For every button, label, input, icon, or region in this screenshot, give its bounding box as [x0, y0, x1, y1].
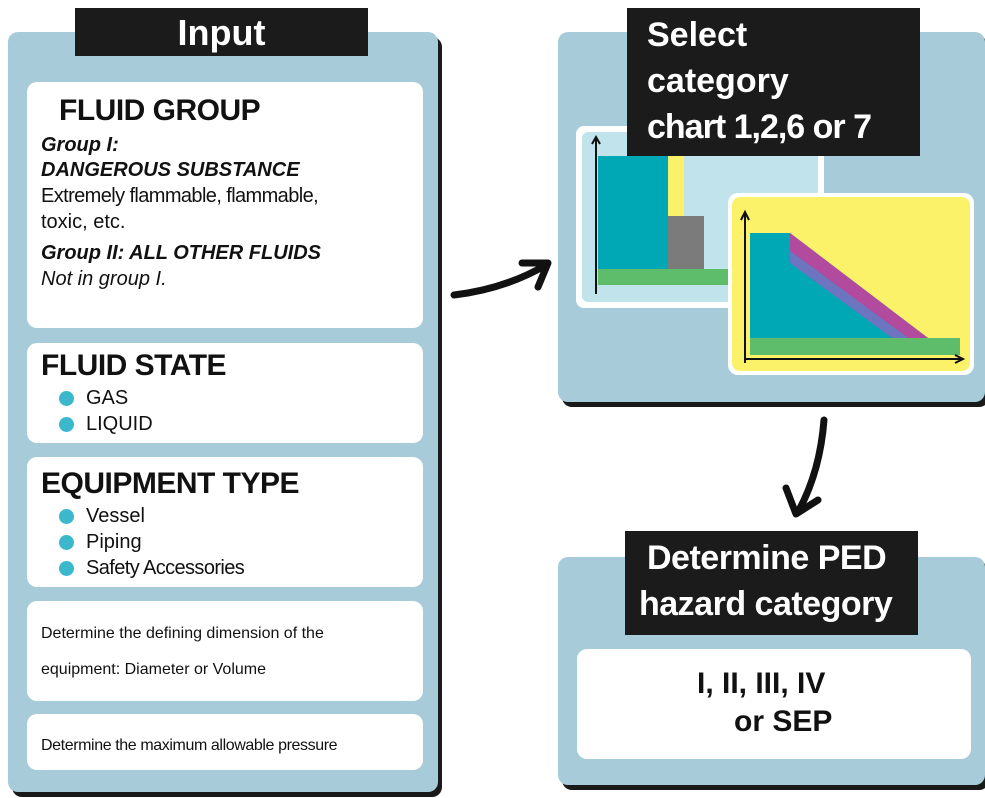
- equipment-type-item: Safety Accessories: [59, 555, 245, 581]
- chart-front-plot: [740, 209, 966, 364]
- chart-back-y-axis-icon: [591, 134, 601, 294]
- fluid-state-list: GAS LIQUID: [59, 385, 153, 437]
- fluid-group-heading: FLUID GROUP: [59, 94, 261, 127]
- group1-desc-line2: toxic, etc.: [41, 211, 126, 233]
- equipment-type-heading: EQUIPMENT TYPE: [41, 467, 300, 500]
- group1-name: DANGEROUS SUBSTANCE: [41, 159, 300, 181]
- chart-back-yellow-bar: [668, 156, 684, 216]
- pressure-text: Determine the maximum allowable pressure: [41, 737, 338, 754]
- bullet-dot-icon: [59, 534, 74, 550]
- fluid-state-card: FLUID STATE GAS LIQUID: [27, 343, 423, 443]
- select-title: Select category chart 1,2,6 or 7: [627, 8, 920, 156]
- result-line1: I, II, III, IV: [697, 667, 826, 700]
- dimension-text-line2: equipment: Diameter or Volume: [41, 661, 266, 678]
- category-chart-front: [728, 193, 974, 375]
- equipment-type-item: Vessel: [59, 503, 244, 529]
- pressure-card: Determine the maximum allowable pressure: [27, 714, 423, 770]
- bullet-dot-icon: [59, 390, 74, 406]
- dimension-text-line1: Determine the defining dimension of the: [41, 625, 324, 642]
- group1-label: Group I:: [41, 134, 119, 156]
- result-card: I, II, III, IV or SEP: [577, 649, 971, 759]
- fluid-state-heading: FLUID STATE: [41, 349, 227, 382]
- bullet-dot-icon: [59, 416, 74, 432]
- group2-label: Group II: ALL OTHER FLUIDS: [41, 242, 321, 264]
- equipment-type-card: EQUIPMENT TYPE Vessel Piping Safety Acce…: [27, 457, 423, 587]
- determine-title: Determine PED hazard category: [625, 531, 918, 635]
- equipment-type-list: Vessel Piping Safety Accessories: [59, 503, 245, 581]
- arrow-to-determine-icon: [782, 416, 828, 518]
- fluid-state-item: LIQUID: [59, 411, 153, 437]
- equipment-type-item: Piping: [59, 529, 244, 555]
- bullet-dot-icon: [59, 560, 74, 576]
- fluid-group-card: FLUID GROUP Group I: DANGEROUS SUBSTANCE…: [27, 82, 423, 328]
- group2-desc: Not in group I.: [41, 268, 167, 290]
- input-title: Input: [75, 8, 368, 56]
- bullet-dot-icon: [59, 508, 74, 524]
- fluid-state-item: GAS: [59, 385, 153, 411]
- dimension-card: Determine the defining dimension of the …: [27, 601, 423, 701]
- group1-desc-line1: Extremely flammable, flammable,: [41, 185, 319, 207]
- arrow-to-select-icon: [450, 259, 552, 299]
- result-line2: or SEP: [734, 705, 833, 738]
- chart-back-teal-area: [598, 156, 668, 269]
- chart-back-green-band: [598, 269, 738, 285]
- chart-back-gray-block: [668, 216, 704, 269]
